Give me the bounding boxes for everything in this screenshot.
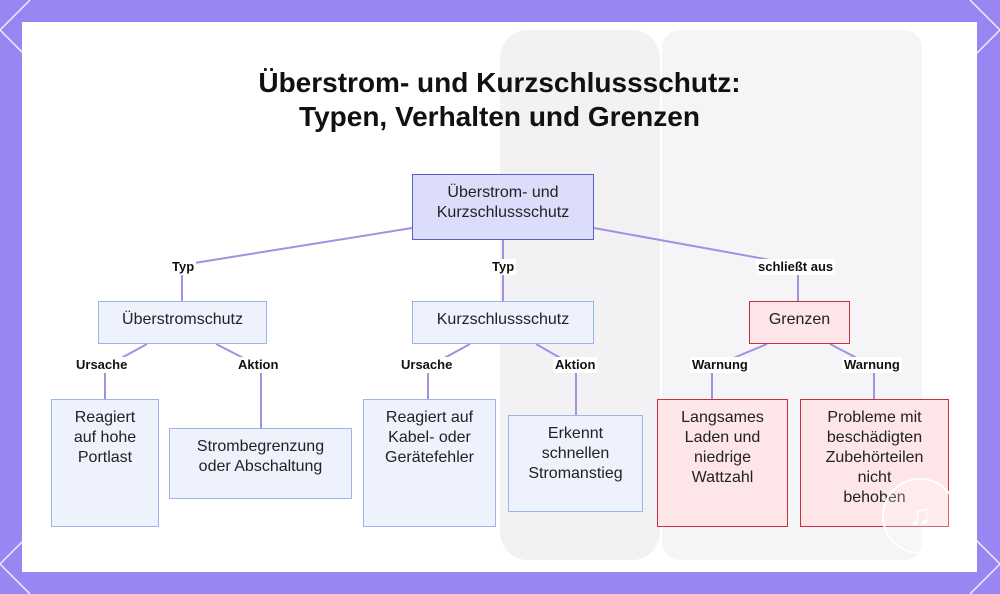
edge-label-action-2: Aktion [553,357,598,373]
node-line: Reagiert [74,409,136,426]
edge-root-limits [593,227,799,266]
node-shortcircuit: Kurzschlussschutz [412,301,594,344]
edge-label-excludes: schließt aus [756,259,836,275]
node-line: Wattzahl [691,469,754,486]
node-line: Portlast [77,449,133,466]
node-line: Reagiert auf [385,409,474,426]
node-line: Erkennt [547,425,604,442]
edge-label-typ-2: Typ [490,259,517,275]
node-line: Strombegrenzung [196,438,325,455]
node-overcurrent-label: Überstromschutz [122,311,243,328]
node-overcurrent: Überstromschutz [98,301,267,344]
edge-label-typ-1: Typ [170,259,197,275]
node-line: Zubehörteilen [825,449,924,466]
diagram-title: Überstrom- und Kurzschlussschutz: Typen,… [22,66,977,134]
edge-label-warn-1: Warnung [690,357,750,373]
node-oc-action: Strombegrenzung oder Abschaltung [169,428,352,499]
edge-sc-action [535,343,577,415]
edge-root-overcurrent [181,227,413,266]
edge-label-action-1: Aktion [236,357,281,373]
node-line: Gerätefehler [385,449,474,466]
node-limits: Grenzen [749,301,850,344]
node-limits-label: Grenzen [768,311,831,328]
node-line: auf hohe [73,429,137,446]
title-line-1: Überstrom- und Kurzschlussschutz: [258,67,741,98]
node-root-line: Kurzschlussschutz [436,204,570,221]
edge-label-cause-1: Ursache [74,357,130,373]
node-line: Probleme mit [827,409,922,426]
node-line: Langsames [681,409,764,426]
node-line: nicht [857,469,892,486]
node-root-line: Überstrom- und [447,184,559,201]
node-line: Kabel- oder [388,429,471,446]
node-line: Stromanstieg [528,465,623,482]
node-line: schnellen [541,445,610,462]
node-line: niedrige [694,449,751,466]
title-line-2: Typen, Verhalten und Grenzen [299,101,700,132]
node-line: Laden und [684,429,761,446]
node-line: beschädigten [826,429,923,446]
node-line: oder Abschaltung [198,458,323,475]
edge-label-cause-2: Ursache [399,357,455,373]
music-note-icon[interactable]: ♫ [882,478,958,554]
edge-label-warn-2: Warnung [842,357,902,373]
node-shortcircuit-label: Kurzschlussschutz [436,311,570,328]
diagram-panel: Überstrom- und Kurzschlussschutz: Typen,… [22,22,977,572]
